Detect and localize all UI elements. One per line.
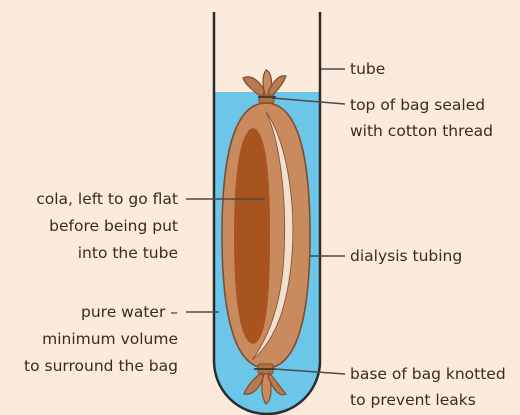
label-tube: tube — [350, 56, 385, 82]
label-top-seal-line2: with cotton thread — [350, 118, 493, 144]
label-cola-line1: cola, left to go flat — [36, 186, 178, 212]
label-cola-line2: before being put — [49, 213, 178, 239]
cola — [234, 128, 270, 344]
label-base-knot-line1: base of bag knotted — [350, 361, 506, 387]
label-water-line1: pure water – — [81, 299, 178, 325]
label-water-line3: to surround the bag — [24, 353, 178, 379]
label-dialysis-tubing: dialysis tubing — [350, 243, 462, 269]
label-water-line2: minimum volume — [42, 326, 178, 352]
label-cola-line3: into the tube — [78, 240, 178, 266]
label-top-seal-line1: top of bag sealed — [350, 92, 485, 118]
label-base-knot-line2: to prevent leaks — [350, 387, 476, 413]
